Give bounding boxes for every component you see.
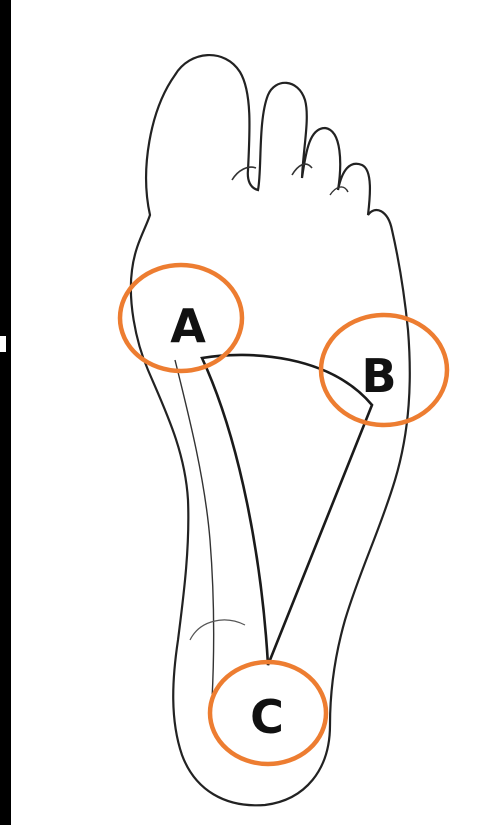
arch-contour <box>190 620 245 640</box>
point-label-c: C <box>250 690 284 744</box>
toe-crease <box>232 167 256 180</box>
point-label-b: B <box>361 349 396 403</box>
arch-contour <box>175 360 214 700</box>
point-label-a: A <box>170 299 206 353</box>
